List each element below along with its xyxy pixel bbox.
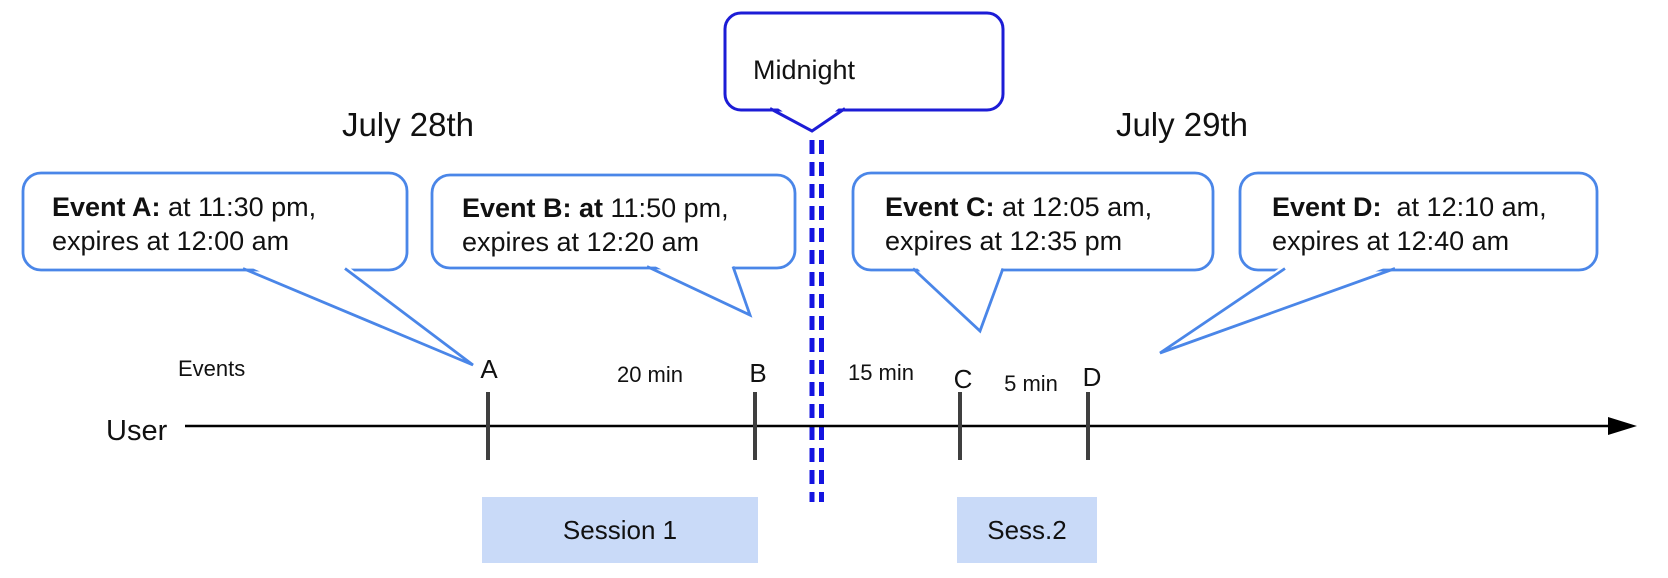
midnight-tail-fill: [770, 103, 845, 131]
session-2-box: Sess.2: [957, 497, 1097, 563]
event-c-tail-fill: [913, 264, 1003, 331]
session-2-label: Sess.2: [987, 515, 1067, 545]
session-2-rect: [957, 497, 1097, 563]
event-a-tail: [242, 267, 474, 367]
event-b-tail: [646, 265, 753, 318]
event-a-callout: Event A: at 11:30 pm, expires at 12:00 a…: [21, 171, 474, 367]
event-c-line1: Event C: at 12:05 am,: [885, 192, 1152, 222]
event-d-bubble: [1238, 171, 1599, 272]
event-d-callout: Event D: at 12:10 am, expires at 12:40 a…: [1159, 171, 1599, 355]
event-d-time: at 12:10 am,: [1382, 192, 1547, 222]
event-b-title: Event B: at: [462, 193, 603, 223]
tick-label-a: A: [480, 354, 498, 384]
event-d-title: Event D:: [1272, 192, 1382, 222]
event-ticks: [486, 392, 1090, 460]
interval-label-5min: 5 min: [1004, 371, 1058, 396]
event-d-line1: Event D: at 12:10 am,: [1272, 192, 1547, 222]
interval-label-20min: 20 min: [617, 362, 683, 387]
interval-label-15min: 15 min: [848, 360, 914, 385]
event-c-callout: Event C: at 12:05 am, expires at 12:35 p…: [851, 171, 1215, 334]
event-a-time: at 11:30 pm,: [161, 192, 317, 222]
session-1-label: Session 1: [563, 515, 677, 545]
event-b-callout: Event B: at 11:50 pm, expires at 12:20 a…: [430, 173, 797, 318]
day-title-july-28: July 28th: [342, 106, 474, 143]
event-a-line1: Event A: at 11:30 pm,: [52, 192, 316, 222]
midnight-bubble: [723, 11, 1005, 112]
midnight-tail: [769, 107, 846, 133]
events-row-label: Events: [178, 356, 245, 381]
event-a-title: Event A:: [52, 192, 161, 222]
event-d-line2: expires at 12:40 am: [1272, 226, 1509, 256]
event-b-line2: expires at 12:20 am: [462, 227, 699, 257]
midnight-label: Midnight: [753, 55, 856, 85]
event-b-bubble: [430, 173, 797, 270]
session-1-rect: [482, 497, 758, 563]
tick-label-c: C: [954, 364, 973, 394]
event-c-line2: expires at 12:35 pm: [885, 226, 1122, 256]
tick-label-b: B: [749, 358, 766, 388]
session-1-box: Session 1: [482, 497, 758, 563]
event-c-tail: [912, 267, 1005, 334]
event-b-time: 11:50 pm,: [603, 193, 729, 223]
day-title-july-29: July 29th: [1116, 106, 1248, 143]
event-b-line1: Event B: at 11:50 pm,: [462, 193, 729, 223]
event-c-time: at 12:05 am,: [995, 192, 1153, 222]
event-d-tail: [1159, 267, 1396, 355]
event-c-bubble: [851, 171, 1215, 272]
user-row-label: User: [106, 415, 168, 447]
event-a-bubble: [21, 171, 409, 272]
user-timeline: [185, 417, 1637, 435]
midnight-callout: Midnight: [723, 11, 1005, 133]
event-c-title: Event C:: [885, 192, 995, 222]
midnight-dashed-line: [809, 140, 824, 502]
event-a-line2: expires at 12:00 am: [52, 226, 289, 256]
timeline-arrowhead-icon: [1608, 417, 1637, 435]
tick-label-d: D: [1083, 362, 1102, 392]
